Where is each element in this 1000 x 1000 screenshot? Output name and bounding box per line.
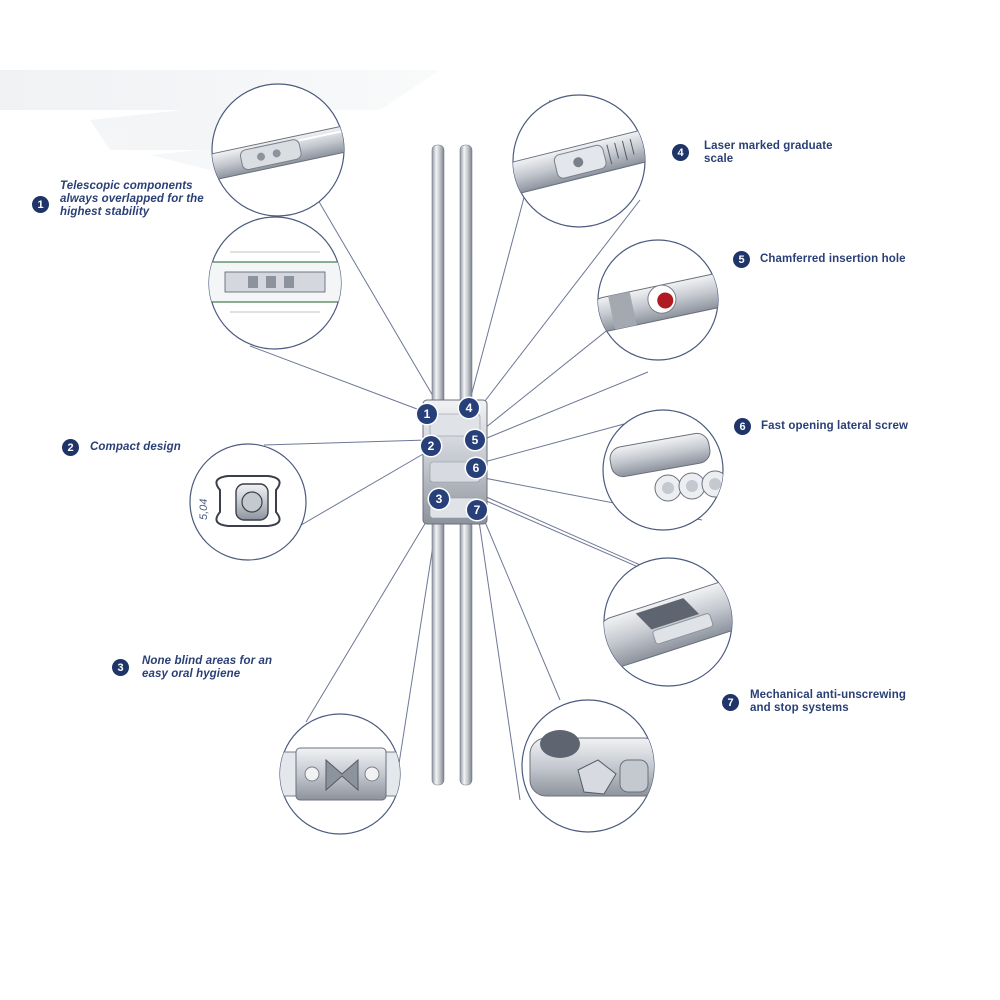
detail-compact-section <box>215 475 281 527</box>
feature-label-6: Fast opening lateral screw <box>761 420 909 432</box>
feature-label-5: Chamferred insertion hole <box>760 253 906 265</box>
feature-badge-2: 2 <box>62 439 79 456</box>
feature-badge-3: 3 <box>112 659 129 676</box>
detail-telescopic-rod <box>212 125 344 180</box>
detail-technical-section <box>209 251 341 313</box>
feature-label-7: Mechanical anti-unscrewing and stop syst… <box>750 689 906 714</box>
feature-label-1: Telescopic components always overlapped … <box>60 180 204 218</box>
center-badge-1: 1 <box>417 404 437 424</box>
detail-laser-scale <box>513 127 645 194</box>
detail-open-body <box>280 747 400 801</box>
dimension-label: 5,04 <box>198 498 210 520</box>
center-badge-3: 3 <box>429 489 449 509</box>
detail-stop-mechanism <box>529 730 654 797</box>
feature-label-4: Laser marked graduate scale <box>704 140 833 165</box>
detail-insertion-hole <box>598 273 718 332</box>
center-badge-7: 7 <box>467 500 487 520</box>
detail-stop-block <box>604 578 732 667</box>
feature-badge-5: 5 <box>733 251 750 268</box>
center-badge-2: 2 <box>421 436 441 456</box>
center-badge-4: 4 <box>459 398 479 418</box>
feature-label-3: None blind areas for an easy oral hygien… <box>142 655 273 680</box>
feature-label-2: Compact design <box>90 441 181 453</box>
feature-badge-7: 7 <box>722 694 739 711</box>
center-badge-6: 6 <box>466 458 486 478</box>
feature-badge-4: 4 <box>672 144 689 161</box>
center-badge-5: 5 <box>465 430 485 450</box>
feature-badge-1: 1 <box>32 196 49 213</box>
feature-badge-6: 6 <box>734 418 751 435</box>
